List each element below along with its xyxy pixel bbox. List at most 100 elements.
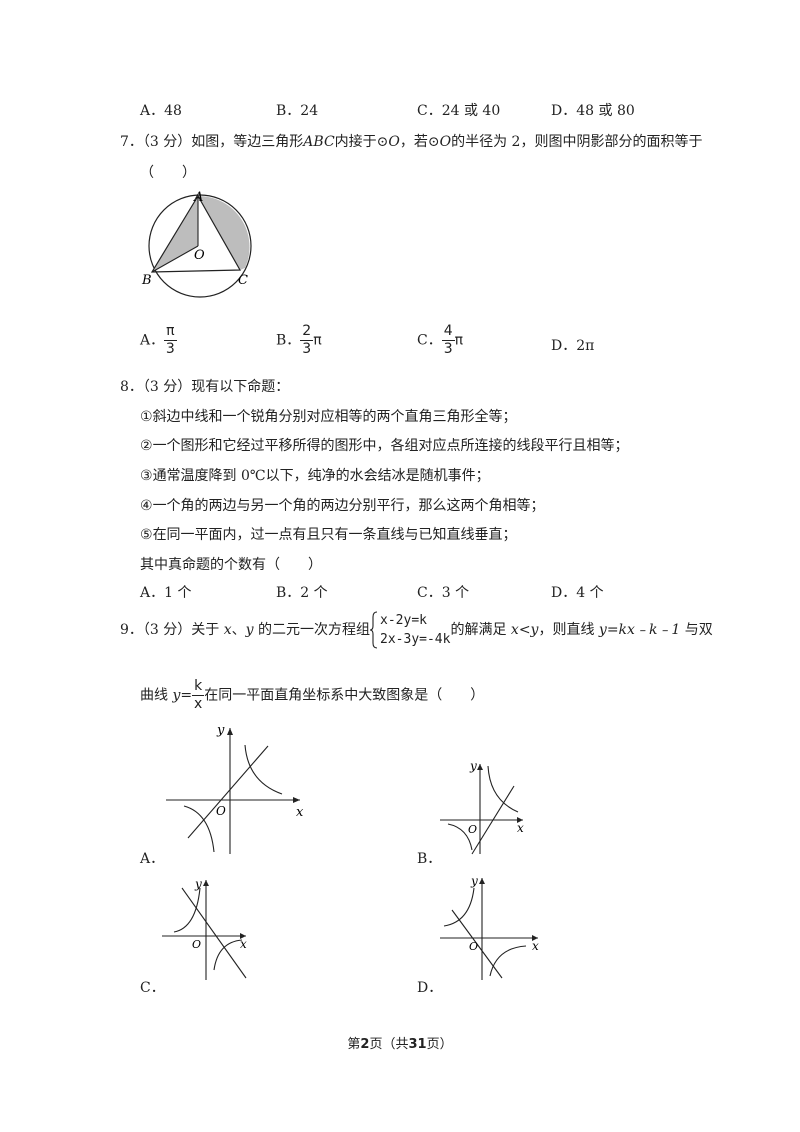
q9-graph-d-x-label: x (532, 939, 539, 953)
q8-item-5-mark: ⑤ (140, 527, 153, 543)
q8-item-1-mark: ① (140, 409, 153, 425)
q9-graph-d-x-arrow (532, 935, 538, 941)
footer-middle: 页（共 (369, 1037, 409, 1052)
q9-graph-a-y-label: y (216, 723, 225, 738)
q7-o1: O (388, 134, 400, 150)
q9-graph-d-origin: O (469, 940, 478, 953)
q8-item-5: ⑤在同一平面内，过一点有且只有一条直线与已知直线垂直； (140, 524, 517, 544)
q8-item-2-text: 一个图形和它经过平移所得的图形中，各组对应点所连接的线段平行且相等； (152, 438, 629, 454)
q7-option-a-den: 3 (165, 341, 175, 357)
q8-option-a: A．1 个 (140, 585, 192, 601)
q6-option-b: B．24 (276, 103, 319, 119)
q7-label-c: C (238, 273, 248, 288)
q9-text-b: 的二元一次方程组 (253, 622, 371, 638)
q9-brace (370, 611, 378, 649)
q9-score: （3 分） (142, 622, 192, 638)
q9-var-y: y (245, 622, 254, 638)
footer-page-number: 2 (360, 1037, 370, 1052)
q9-line2-y: y= (172, 687, 193, 704)
q9-graph-b-y-arrow (477, 764, 483, 770)
q9-graph-b-x-label: x (517, 821, 524, 835)
q8-item-5-text: 在同一平面内，过一点有且只有一条直线与已知直线垂直； (152, 527, 517, 543)
q9-graph-c-y-label: y (194, 877, 202, 891)
q9-graph-b-origin: O (468, 823, 477, 836)
q9-option-b: B． (417, 851, 442, 867)
q7-option-d-letter: D． (551, 338, 577, 354)
q8-item-2-mark: ② (140, 438, 153, 454)
q7-score: （3 分） (142, 134, 192, 150)
q8-question: 其中真命题的个数有（ ） (140, 557, 322, 573)
page-footer: 第2页（共31页） (0, 1033, 800, 1052)
q9-graph-b-line (471, 785, 515, 855)
footer-total-pages: 31 (408, 1037, 427, 1052)
q9-hyp-num: k (192, 678, 205, 696)
q8-item-3-text: 通常温度降到 0℃以下，纯净的水会结冰是随机事件； (152, 468, 490, 484)
q7-label-a: A (193, 190, 203, 205)
q9-eq1: x-2y=k (380, 613, 427, 628)
q7-option-b-letter: B． (276, 332, 301, 349)
q7-text-d: 的半径为 2，则图中阴影部分的面积等于 (451, 134, 703, 150)
q9-graph-d-curve-1 (443, 887, 475, 927)
footer-prefix: 第 (347, 1037, 361, 1052)
q9-graph-a-curve-2 (183, 805, 215, 853)
q9-graph-a-origin: O (216, 804, 226, 818)
q9-graph-c: x y O (162, 877, 247, 980)
q8-item-1-text: 斜边中线和一个锐角分别对应相等的两个直角三角形全等； (152, 409, 517, 425)
q9-hyp-den: x (194, 696, 203, 712)
q8-item-4-mark: ④ (140, 498, 153, 514)
q9-graph-c-x-label: x (240, 937, 247, 951)
q7-option-c-den: 3 (443, 341, 453, 357)
q9-graph-b-curve-2 (447, 823, 473, 851)
q9-text-a: 关于 (191, 622, 224, 638)
q7-option-c-letter: C． (417, 332, 442, 349)
q9-option-d: D． (417, 980, 443, 996)
footer-suffix: 页） (426, 1037, 453, 1052)
q6-option-d: D．48 或 80 (551, 103, 635, 119)
q7-triangle (150, 194, 242, 273)
q9-graph-d-line (451, 909, 503, 979)
q9-line-eq: y=kx﹣k﹣1 (598, 622, 681, 638)
q9-condition: x<y (510, 622, 539, 638)
q9-graph-a-line (187, 745, 269, 839)
q7-o2: O (439, 134, 452, 150)
q7-answer-paren: （ ） (140, 165, 196, 181)
q9-var-x: x (223, 622, 232, 638)
q9-graph-a: x y O (166, 723, 304, 854)
q8-item-3: ③通常温度降到 0℃以下，纯净的水会结冰是随机事件； (140, 465, 490, 485)
q9-option-c: C． (140, 980, 165, 996)
q7-option-a-letter: A． (140, 332, 165, 349)
q9-graph-c-origin: O (192, 938, 201, 951)
q9-graph-c-line (181, 887, 247, 979)
q9-number: 9． (120, 622, 143, 638)
q9-line2-a: 曲线 (140, 687, 173, 704)
q9-graph-d-y-arrow (479, 878, 485, 884)
q8-item-2: ②一个图形和它经过平移所得的图形中，各组对应点所连接的线段平行且相等； (140, 435, 629, 455)
q7-label-o: O (194, 248, 205, 263)
q9-graph-d-curve-2 (489, 945, 527, 977)
q9-graph-a-x-label: x (296, 805, 304, 820)
q7-option-b-pi: π (313, 332, 322, 349)
q9-line2-b: 在同一平面直角坐标系中大致图象是（ ） (204, 687, 485, 704)
q9-graph-a-x-arrow (293, 797, 300, 803)
q8-option-b: B．2 个 (276, 585, 328, 601)
q9-graph-c-curve-2 (213, 939, 243, 971)
q9-graph-c-x-arrow (240, 933, 246, 939)
q9-graph-b-x-arrow (517, 817, 523, 823)
q9-text-d: ，则直线 (538, 622, 599, 638)
q9-graph-c-y-arrow (203, 880, 209, 886)
q6-option-c: C．24 或 40 (417, 103, 501, 119)
q7-text-c: ，若⊙ (399, 134, 440, 150)
q7-circle (148, 194, 252, 298)
q8-stem: 8．（3 分）现有以下命题： (120, 379, 290, 395)
q8-option-c: C．3 个 (417, 585, 470, 601)
q7-option-a-num: π (164, 323, 177, 341)
q7-option-b-num: 2 (300, 323, 314, 341)
q8-item-4: ④一个角的两边与另一个角的两边分别平行，那么这两个角相等； (140, 495, 545, 515)
